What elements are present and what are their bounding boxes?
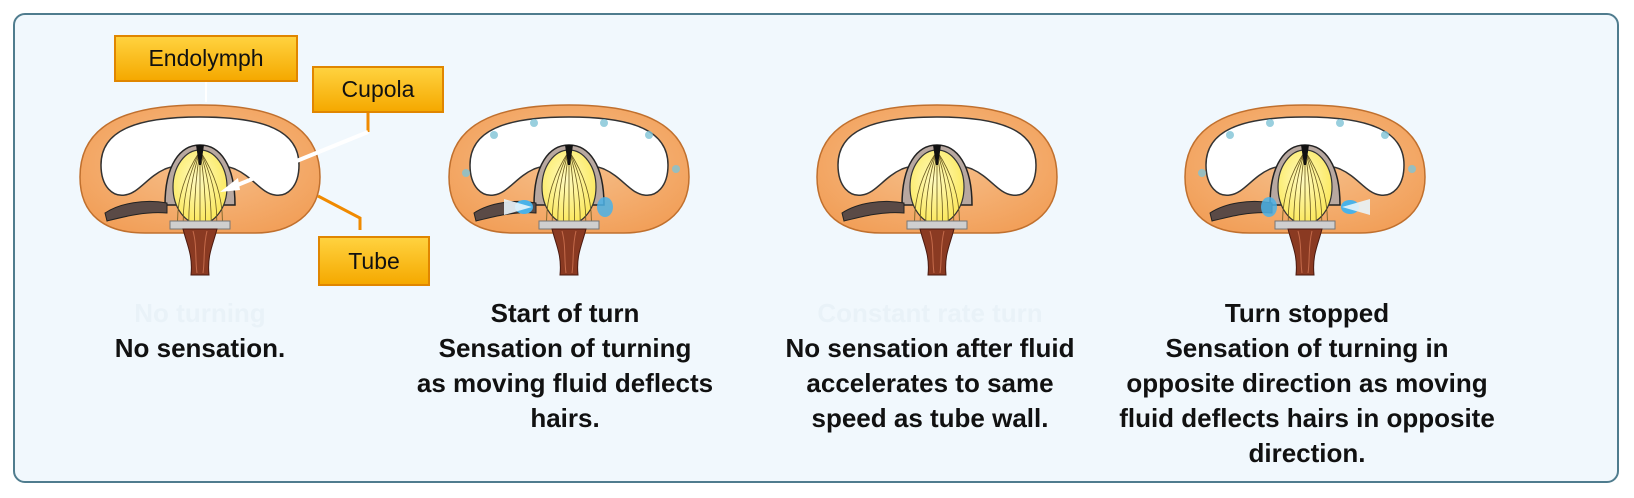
flow-arrow — [504, 199, 532, 215]
caption-body: No sensation after fluid accelerates to … — [785, 333, 1075, 433]
fluid-droplet — [462, 169, 470, 177]
fluid-droplet — [530, 119, 538, 127]
panel-start-of-turn — [444, 95, 804, 295]
semicircular-canal-diagram — [816, 104, 1058, 276]
hair-cell — [936, 150, 955, 222]
nerve-fiber — [929, 230, 945, 274]
hair-cell — [568, 150, 592, 222]
fluid-droplet — [1198, 169, 1206, 177]
fluid-droplet — [645, 131, 653, 139]
cupola-tip — [1301, 145, 1309, 165]
cupola-tip — [196, 145, 204, 165]
fluid-droplet — [1226, 131, 1234, 139]
hair-cell — [919, 150, 938, 222]
semicircular-canal-diagram — [1184, 104, 1426, 276]
vestibular-nerve — [182, 228, 218, 276]
semicircular-canal-diagram — [448, 104, 690, 276]
caption-turn-stopped: Turn stopped Sensation of turning in opp… — [1102, 296, 1512, 471]
fluid-droplet — [600, 119, 608, 127]
hair-cell — [914, 150, 938, 222]
fluid-droplet — [672, 165, 680, 173]
caption-heading: No turning — [134, 298, 266, 328]
crista-base — [906, 220, 968, 230]
caption-heading: Turn stopped — [1224, 298, 1390, 328]
cupola-tip — [565, 145, 573, 165]
callout-tube: Tube — [318, 236, 430, 286]
hair-cell — [177, 150, 201, 222]
fluid-droplet — [1266, 119, 1274, 127]
caption-body: Sensation of turning in opposite directi… — [1119, 333, 1495, 468]
caption-no-turning: No turning No sensation. — [0, 296, 400, 366]
semicircular-canal-diagram — [79, 104, 321, 276]
vestibular-nerve — [551, 228, 587, 276]
vestibular-nerve — [919, 228, 955, 276]
callout-cupola: Cupola — [312, 66, 444, 113]
hair-cell — [546, 150, 570, 222]
fluid-droplet — [490, 131, 498, 139]
crista-base — [1274, 220, 1336, 230]
hair-cell — [551, 150, 570, 222]
panel-constant-turn — [812, 95, 1172, 295]
hair-cell — [568, 150, 587, 222]
hair-cell — [199, 150, 223, 222]
caption-heading: Start of turn — [490, 298, 640, 328]
nerve-fiber — [561, 230, 577, 274]
cupola-tip — [933, 145, 941, 165]
fluid-droplet — [1336, 119, 1344, 127]
fluid-droplet — [1408, 165, 1416, 173]
caption-body: Sensation of turning as moving fluid def… — [416, 333, 714, 433]
caption-constant-turn: Constant rate turn No sensation after fl… — [730, 296, 1130, 436]
caption-heading: Constant rate turn — [817, 298, 1043, 328]
diagram-frame — [13, 13, 1619, 483]
nerve-fiber — [1297, 230, 1313, 274]
canal-tail — [841, 200, 905, 222]
fluid-flow-blob — [1261, 197, 1277, 217]
caption-start-of-turn: Start of turn Sensation of turning as mo… — [365, 296, 765, 436]
caption-body: No sensation. — [114, 333, 286, 363]
hair-cell — [1282, 150, 1306, 222]
crista-base — [538, 220, 600, 230]
canal-tail — [104, 200, 168, 222]
hair-cell — [1304, 150, 1323, 222]
hair-cell — [1287, 150, 1306, 222]
hair-cell — [1304, 150, 1328, 222]
hair-cell — [199, 150, 218, 222]
hair-cell — [936, 150, 960, 222]
panel-turn-stopped — [1180, 95, 1540, 295]
crista-base — [169, 220, 231, 230]
flow-arrow — [1342, 199, 1370, 215]
fluid-flow-blob — [597, 197, 613, 217]
fluid-droplet — [1381, 131, 1389, 139]
vestibular-nerve — [1287, 228, 1323, 276]
callout-endolymph: Endolymph — [114, 35, 298, 82]
hair-cell — [182, 150, 201, 222]
nerve-fiber — [192, 230, 208, 274]
